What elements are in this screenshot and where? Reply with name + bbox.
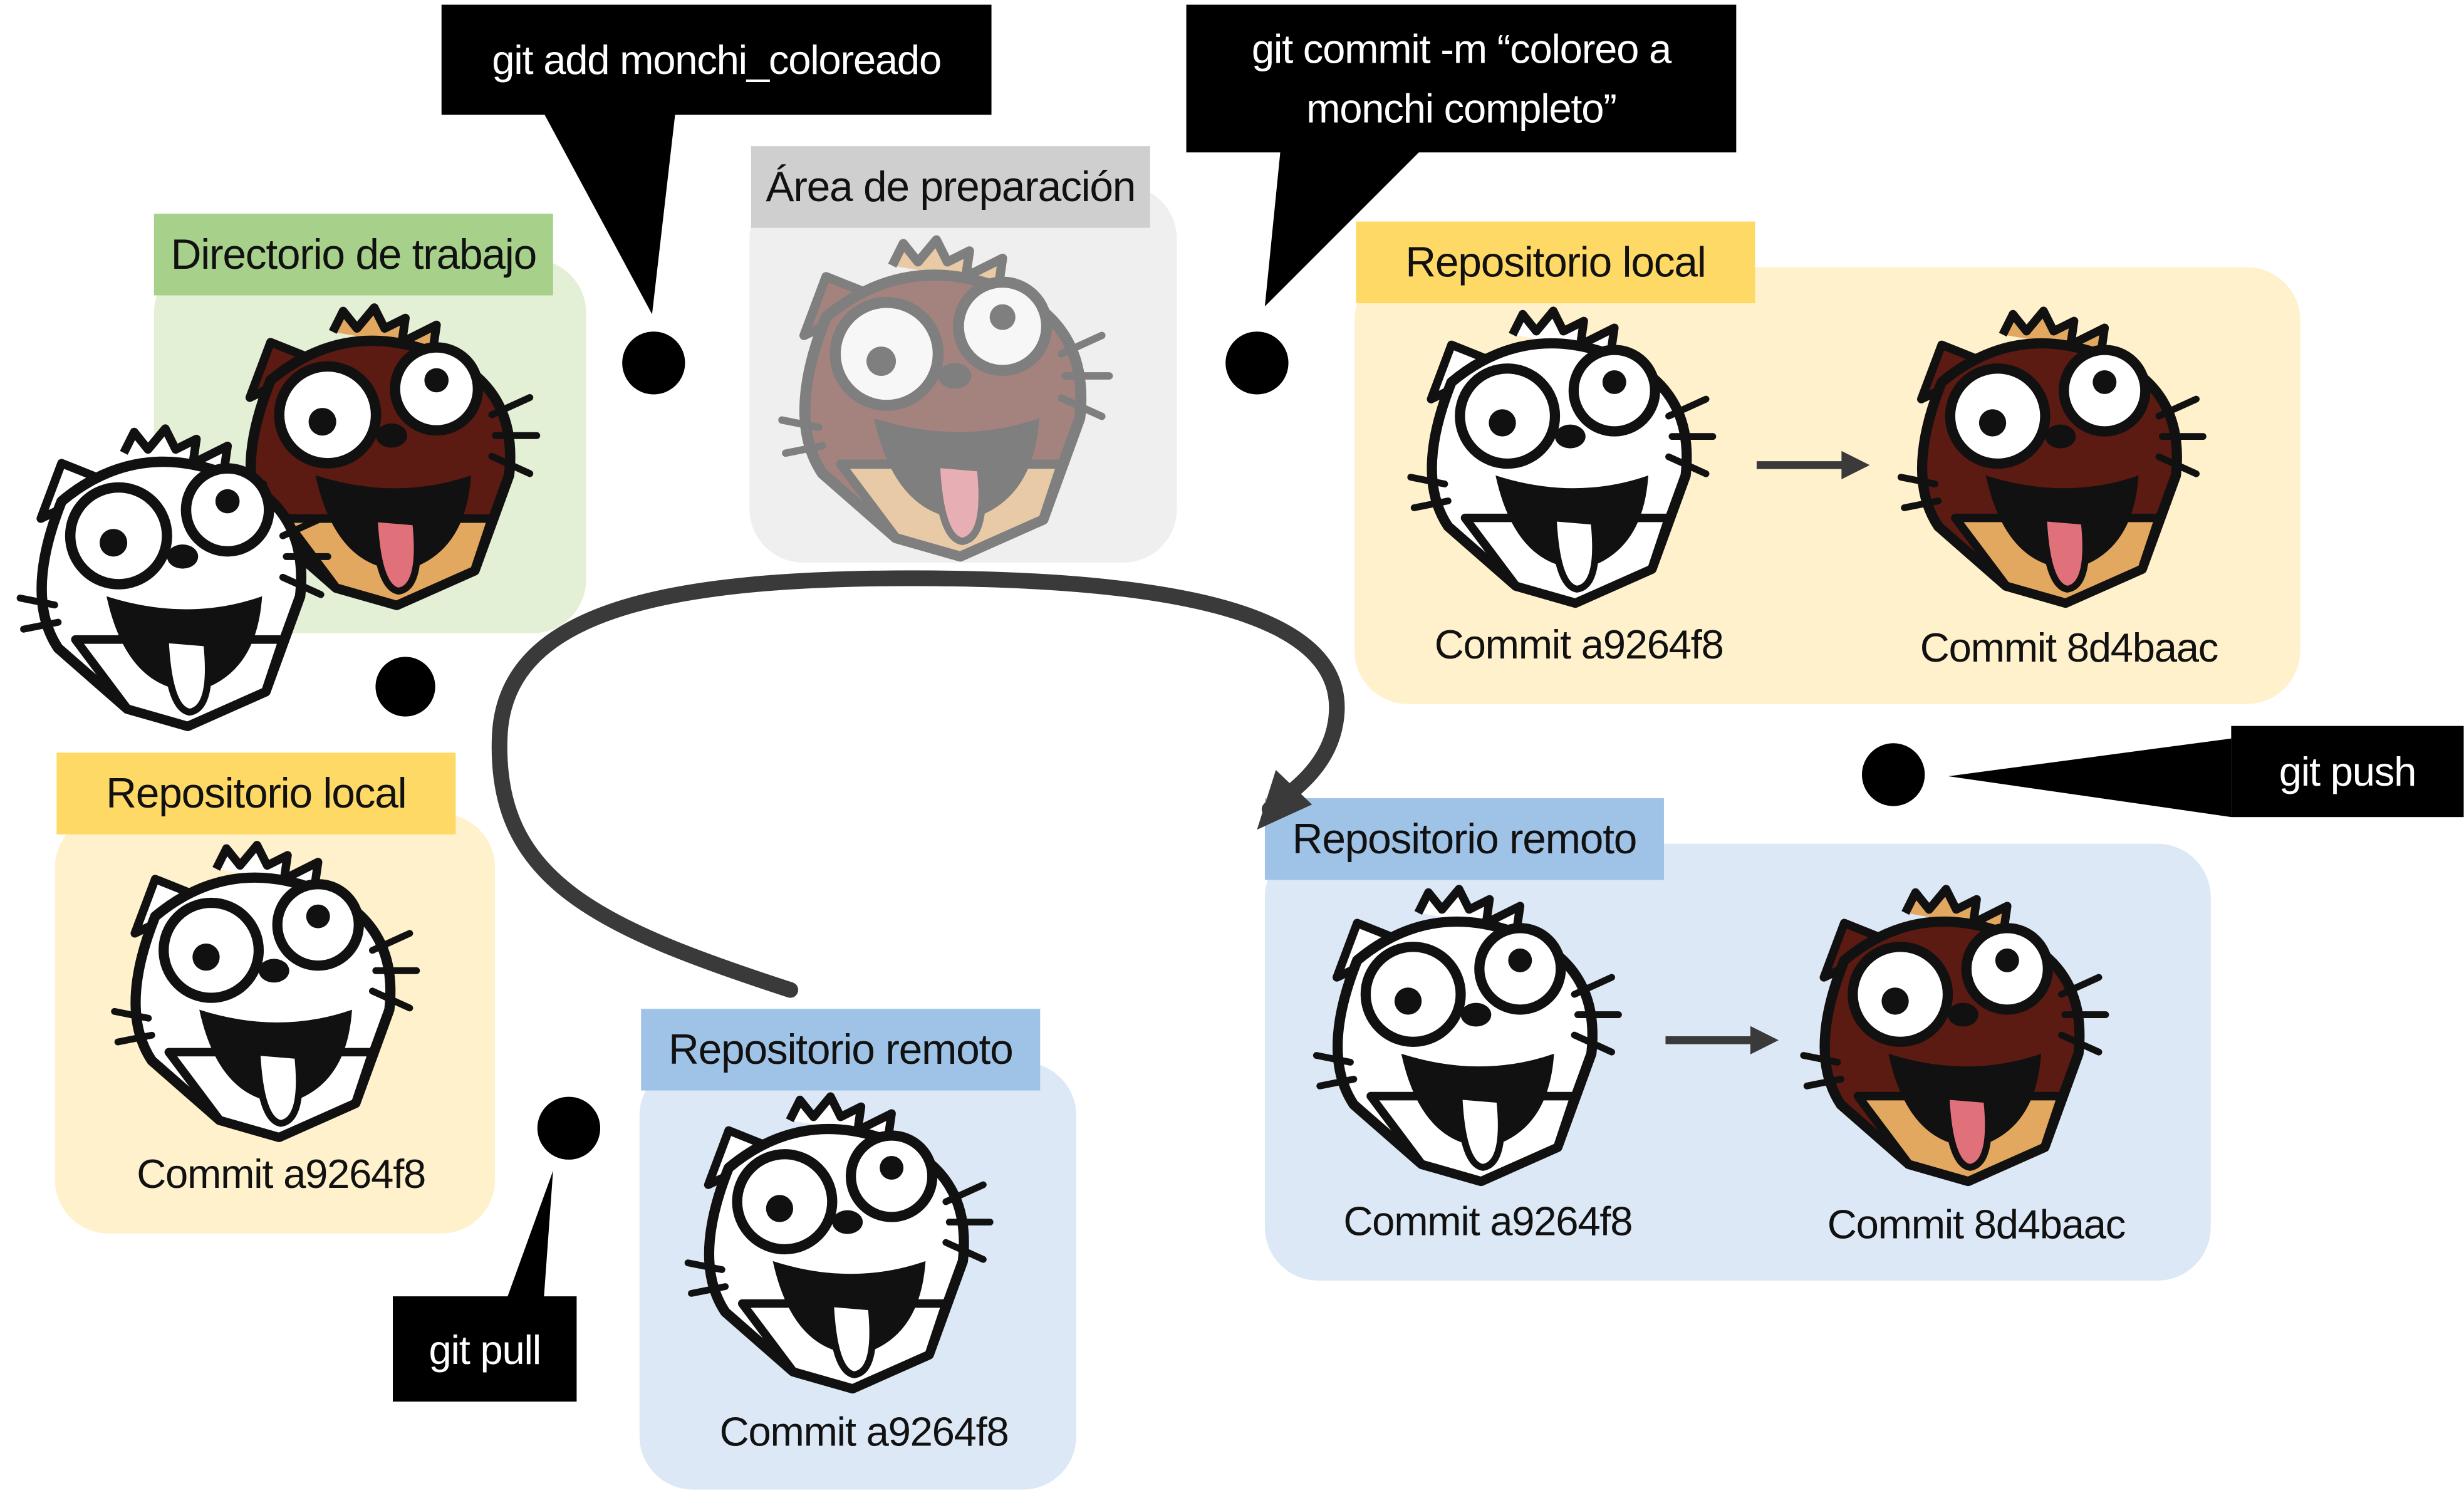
commit-label-local-left: Commit a9264f8	[137, 1150, 426, 1198]
dot-push	[1861, 743, 1925, 806]
monchi-colored-icon	[1901, 311, 2203, 603]
curved-arrow-icon	[491, 570, 1345, 998]
dot-pull	[537, 1096, 601, 1160]
dot-working	[375, 657, 435, 717]
curved-arrow-head	[1257, 769, 1313, 830]
arrow-right-icon	[1756, 450, 1870, 479]
monchi-white-icon	[1411, 311, 1713, 603]
monchi-colored-icon	[782, 240, 1109, 556]
monchi-white-icon	[688, 1096, 990, 1388]
commit-label-local-right-2: Commit 8d4baac	[1920, 623, 2219, 671]
remote-repo-left-label: Repositorio remoto	[641, 1009, 1041, 1091]
dot-add	[622, 331, 685, 395]
commit-bubble-tail	[1264, 149, 1422, 307]
arrow-right-icon	[1665, 1026, 1779, 1054]
commit-label-remote-right-2: Commit 8d4baac	[1827, 1200, 2126, 1248]
git-push-command: git push	[2279, 747, 2417, 796]
monchi-colored-icon	[1804, 889, 2106, 1181]
local-repo-left-label: Repositorio local	[56, 752, 456, 835]
add-bubble	[441, 4, 992, 115]
git-add-command: git add monchi_coloreado	[492, 36, 942, 83]
git-commit-line1: git commit -m “coloreo a	[1251, 25, 1671, 73]
dot-commit	[1225, 331, 1289, 395]
commit-label-remote-right-1: Commit a9264f8	[1343, 1197, 1633, 1245]
commit-label-remote-left: Commit a9264f8	[719, 1408, 1009, 1455]
push-bubble-tail	[1948, 738, 2232, 818]
git-pull-command: git pull	[429, 1325, 541, 1373]
commit-bubble	[1186, 4, 1737, 153]
add-bubble-tail	[542, 110, 676, 315]
pull-bubble-tail	[506, 1170, 553, 1301]
remote-repo-right-label: Repositorio remoto	[1264, 798, 1664, 880]
git-commit-line2: monchi completo”	[1306, 85, 1617, 132]
staging-area-label: Área de preparación	[751, 146, 1150, 228]
working-directory-label: Directorio de trabajo	[153, 214, 553, 296]
monchi-white-icon	[115, 845, 417, 1137]
pull-bubble	[393, 1296, 577, 1402]
monchi-white-icon	[1316, 889, 1618, 1181]
commit-label-local-right-1: Commit a9264f8	[1434, 620, 1724, 668]
git-commit-command: git commit -m “coloreo a monchi completo…	[1187, 5, 1737, 153]
push-bubble	[2231, 726, 2464, 818]
local-repo-right-label: Repositorio local	[1356, 221, 1755, 304]
